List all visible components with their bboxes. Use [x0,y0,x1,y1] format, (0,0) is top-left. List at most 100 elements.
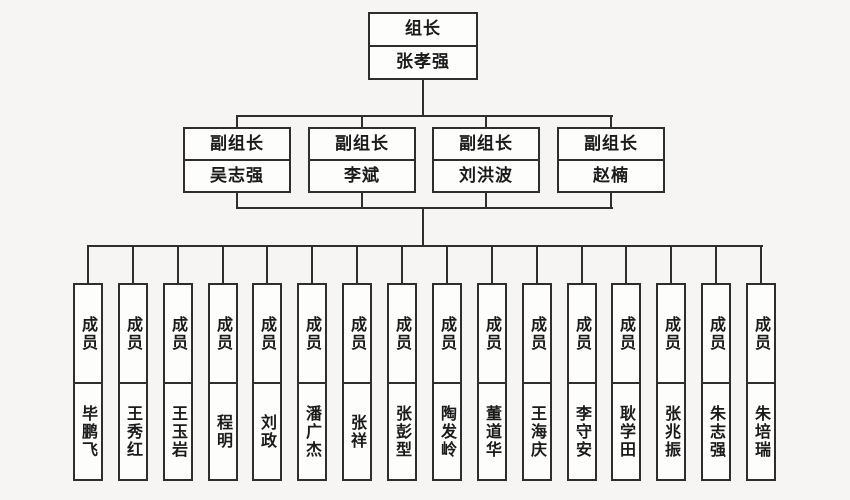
member-role-label: 成员 [303,315,322,352]
member-role-section: 成员 [254,285,280,384]
member-box: 成员潘广杰 [297,283,327,481]
member-name-section: 朱志强 [703,384,729,479]
connector-deputy-stub-top [236,115,238,127]
member-name-section: 张祥 [344,384,370,479]
member-role-section: 成员 [344,285,370,384]
member-role-section: 成员 [434,285,460,384]
member-name-label: 王玉岩 [169,404,188,459]
connector-deputy-rail [236,115,613,117]
member-role-label: 成员 [169,315,188,352]
member-role-label: 成员 [528,315,547,352]
member-role-section: 成员 [120,285,146,384]
deputy-box: 副组长李斌 [308,127,416,193]
member-role-section: 成员 [748,285,774,384]
member-role-label: 成员 [348,315,367,352]
connector-member-stub [401,245,403,283]
member-name-label: 张祥 [348,413,367,450]
member-name-label: 毕鹏飞 [79,404,98,459]
member-role-label: 成员 [707,315,726,352]
member-name-label: 董道华 [483,404,502,459]
deputy-box: 副组长赵楠 [557,127,665,193]
member-name-section: 陶发岭 [434,384,460,479]
member-role-section: 成员 [75,285,101,384]
member-name-label: 刘政 [258,413,277,450]
connector-member-stub [222,245,224,283]
member-name-label: 李守安 [573,404,592,459]
member-name-section: 潘广杰 [299,384,325,479]
connector-member-stub [536,245,538,283]
member-name-label: 程明 [214,413,233,450]
connector-member-stub [446,245,448,283]
member-role-section: 成员 [703,285,729,384]
member-box: 成员张彭型 [387,283,417,481]
member-name-section: 王玉岩 [165,384,191,479]
member-name-section: 李守安 [569,384,595,479]
member-name-label: 潘广杰 [303,404,322,459]
member-name-section: 董道华 [479,384,505,479]
member-box: 成员朱培瑞 [746,283,776,481]
connector-member-stub [670,245,672,283]
connector-deputy-stub-bottom [361,193,363,207]
member-role-label: 成员 [393,315,412,352]
member-box: 成员王秀红 [118,283,148,481]
member-box: 成员张兆振 [656,283,686,481]
member-box: 成员张祥 [342,283,372,481]
connector-member-stub [87,245,89,283]
member-role-section: 成员 [299,285,325,384]
member-name-section: 朱培瑞 [748,384,774,479]
deputy-role-label: 副组长 [185,129,289,161]
member-role-label: 成员 [438,315,457,352]
member-box: 成员毕鹏飞 [73,283,103,481]
connector-member-stub [356,245,358,283]
member-role-section: 成员 [479,285,505,384]
member-role-label: 成员 [79,315,98,352]
member-name-section: 耿学田 [613,384,639,479]
member-name-label: 朱培瑞 [752,404,771,459]
member-role-section: 成员 [569,285,595,384]
member-box: 成员程明 [208,283,238,481]
deputy-box: 副组长刘洪波 [432,127,540,193]
member-role-label: 成员 [617,315,636,352]
deputy-name-label: 赵楠 [593,165,629,186]
deputy-box: 副组长吴志强 [183,127,291,193]
connector-leader-drop [422,80,424,117]
deputy-name-label: 吴志强 [210,165,264,186]
connector-member-rail [87,245,763,247]
deputy-name-label: 李斌 [344,165,380,186]
leader-role-label: 组长 [370,14,476,47]
member-role-label: 成员 [573,315,592,352]
connector-member-stub [715,245,717,283]
connector-center-drop [422,207,424,247]
member-role-label: 成员 [662,315,681,352]
connector-member-stub [581,245,583,283]
member-role-label: 成员 [483,315,502,352]
member-role-section: 成员 [210,285,236,384]
member-name-label: 张彭型 [393,404,412,459]
connector-member-stub [177,245,179,283]
member-name-label: 耿学田 [617,404,636,459]
member-name-section: 毕鹏飞 [75,384,101,479]
deputy-role-label: 副组长 [434,129,538,161]
member-name-section: 刘政 [254,384,280,479]
leader-name-label: 张孝强 [396,52,450,72]
connector-deputy-stub-bottom [485,193,487,207]
member-role-label: 成员 [124,315,143,352]
connector-deputy-stub-top [361,115,363,127]
connector-deputy-stub-top [610,115,612,127]
member-box: 成员刘政 [252,283,282,481]
connector-member-stub [760,245,762,283]
deputy-role-label: 副组长 [310,129,414,161]
member-name-label: 朱志强 [707,404,726,459]
member-box: 成员王海庆 [522,283,552,481]
leader-box: 组长 张孝强 [368,12,478,80]
member-role-label: 成员 [752,315,771,352]
member-box: 成员李守安 [567,283,597,481]
connector-deputy-stub-bottom [236,193,238,207]
deputy-name-label: 刘洪波 [459,165,513,186]
member-role-label: 成员 [214,315,233,352]
connector-member-stub [132,245,134,283]
deputy-role-label: 副组长 [559,129,663,161]
member-role-section: 成员 [389,285,415,384]
member-role-section: 成员 [165,285,191,384]
member-box: 成员耿学田 [611,283,641,481]
